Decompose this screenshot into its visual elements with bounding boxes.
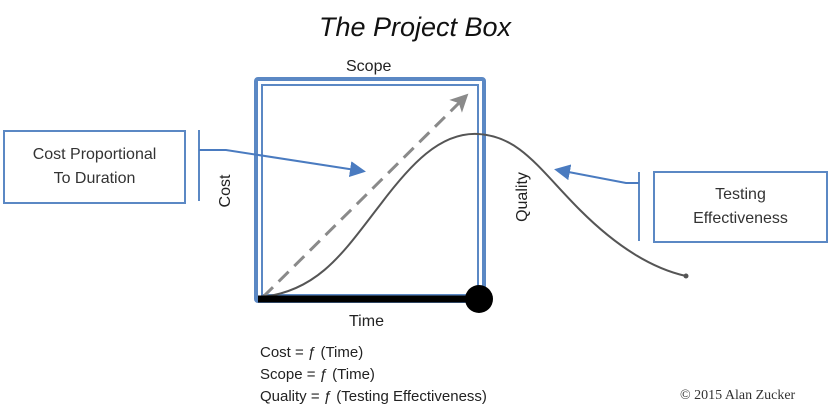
callout-left-line1: Cost Proportional (32, 146, 157, 163)
cost-label: Cost (217, 174, 234, 208)
curve-end-dot (683, 273, 689, 279)
diagram-title: The Project Box (318, 12, 512, 42)
formula-cost: Cost = ƒ (Time) (260, 344, 364, 361)
scope-label: Scope (346, 58, 392, 75)
time-end-circle (465, 285, 493, 313)
callout-right-line2: Effectiveness (693, 210, 788, 227)
formula-quality: Quality = ƒ (Testing Effectiveness) (260, 388, 487, 405)
time-label: Time (349, 313, 384, 330)
copyright-notice: © 2015 Alan Zucker (680, 388, 796, 403)
formula-scope: Scope = ƒ (Time) (260, 366, 375, 383)
quality-callout-connector (554, 164, 640, 241)
testing-effectiveness-callout: Testing Effectiveness (653, 171, 828, 243)
quality-curve (262, 132, 687, 298)
time-bar (258, 285, 493, 313)
cost-proportional-callout: Cost Proportional To Duration (3, 130, 186, 204)
quality-label: Quality (514, 172, 531, 222)
project-box (254, 77, 486, 303)
scope-dashed-arrow (261, 93, 469, 299)
formulas-block: Cost = ƒ (Time) Scope = ƒ (Time) Quality… (260, 342, 487, 408)
callout-right-line1: Testing (715, 186, 766, 203)
callout-left-line2: To Duration (53, 170, 136, 187)
cost-callout-connector (198, 130, 366, 201)
